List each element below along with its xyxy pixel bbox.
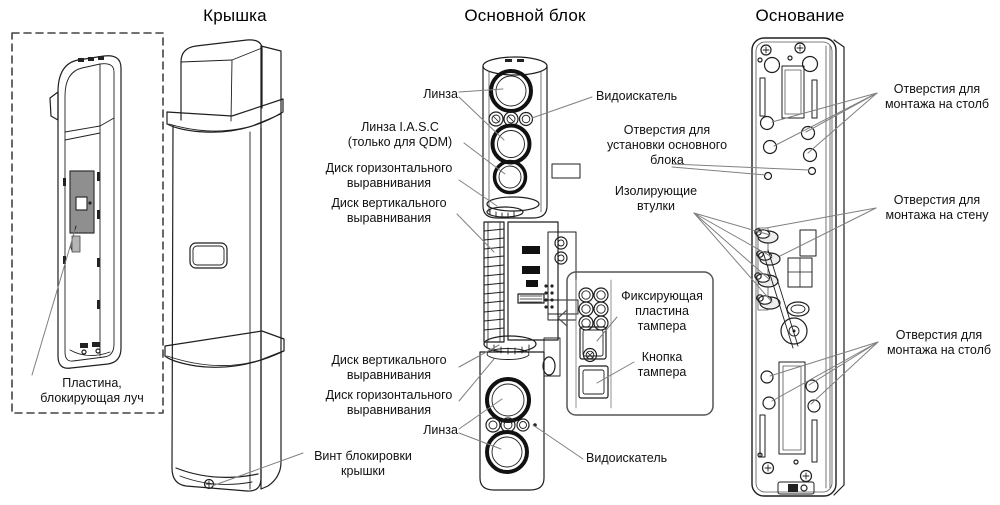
label-vertical-disk-top: Диск вертикального выравнивания [331, 196, 447, 225]
label-horizontal-disk-top: Диск горизонтального выравнивания [325, 161, 453, 190]
adjustment-rack [483, 221, 505, 343]
tamper-inset-box [557, 271, 714, 416]
beam-blocking-plate [69, 170, 95, 253]
cover-back-drawing [49, 55, 122, 369]
label-lens-iasc: Линза I.A.S.C (только для QDM) [347, 120, 453, 149]
horizontal-disk-top [492, 159, 528, 195]
dashed-inset-box [11, 32, 164, 414]
label-lens-bottom: Линза [423, 423, 458, 437]
label-main-unit-mount: Отверстия для установки основного блока [606, 123, 728, 167]
label-viewfinder-bottom: Видоискатель [586, 451, 668, 465]
main-unit-drawing [479, 56, 581, 491]
label-insulating-bushings: Изолирующие втулки [614, 184, 698, 213]
label-tamper-plate: Фиксирующая пластина тампера [621, 289, 703, 333]
label-horizontal-disk-bottom: Диск горизонтального выравнивания [325, 388, 453, 417]
label-mount-pole-bottom: Отверстия для монтажа на столб [886, 328, 992, 357]
lens-bottom-1 [485, 377, 531, 423]
lens-top-1 [489, 69, 533, 113]
insulating-bushings [754, 227, 781, 311]
title-cover: Крышка [203, 6, 267, 25]
leader-lines [31, 88, 879, 487]
lens-iasc [490, 123, 532, 165]
mast-panel [507, 221, 559, 341]
label-viewfinder-top: Видоискатель [596, 89, 678, 103]
label-mount-wall: Отверстия для монтажа на стену [885, 193, 989, 222]
tamper-button [578, 365, 609, 399]
wall-mount-slot [786, 301, 810, 317]
label-beam-blocking-plate: Пластина, блокирующая луч [40, 376, 144, 405]
pole-mount-holes-top [759, 115, 818, 163]
cover-lock-screw [203, 478, 215, 490]
tamper-fixing-plate [578, 287, 609, 363]
title-base: Основание [755, 6, 845, 25]
label-vertical-disk-bottom: Диск вертикального выравнивания [331, 353, 447, 382]
label-mount-pole-top: Отверстия для монтажа на столб [884, 82, 990, 111]
main-unit-mount-holes [763, 166, 817, 181]
base-drawing [751, 37, 845, 497]
cover-front-drawing [164, 39, 285, 492]
pole-mount-holes-bottom [760, 370, 821, 413]
title-main-unit: Основной блок [464, 6, 586, 25]
viewfinder-top [488, 111, 534, 127]
label-tamper-button: Кнопка тампера [637, 350, 687, 379]
vertical-disk-top [486, 206, 524, 219]
label-cover-lock-screw: Винт блокировки крышки [314, 449, 412, 478]
lens-bottom-2 [485, 430, 529, 474]
label-lens-top: Линза [423, 87, 458, 101]
